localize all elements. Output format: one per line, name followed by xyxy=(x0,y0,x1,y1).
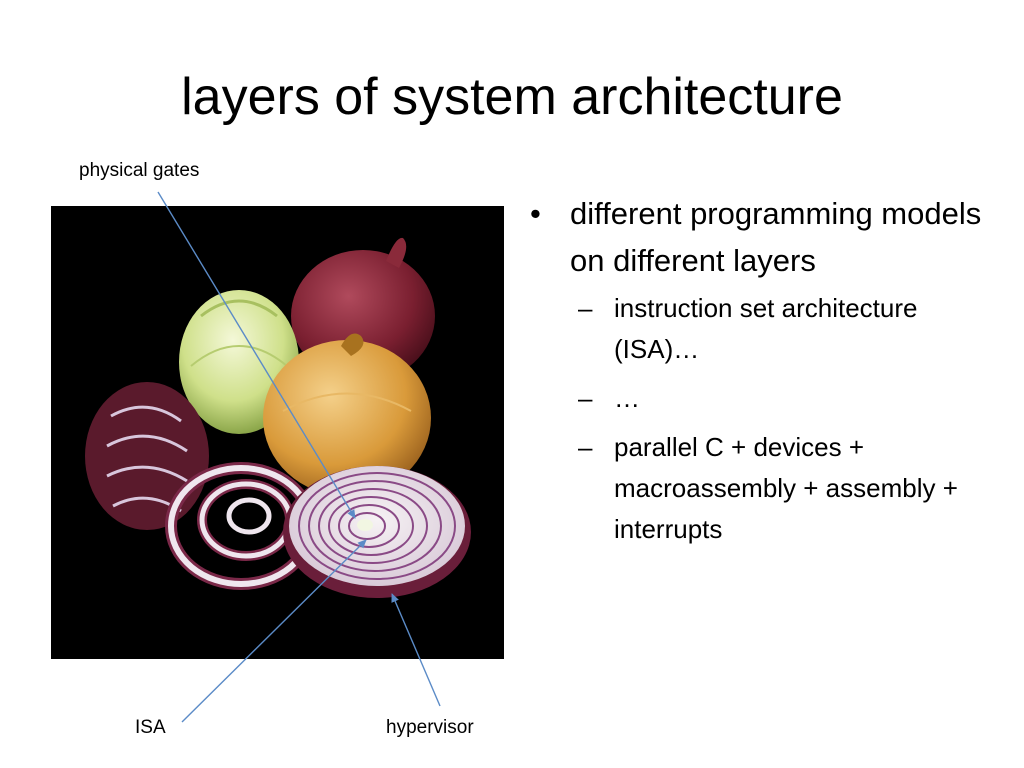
sub-bullet-text: instruction set architecture (ISA)… xyxy=(614,293,918,364)
sub-bullet-isa: – instruction set architecture (ISA)… xyxy=(570,288,990,370)
sub-bullet-parallel-c: – parallel C + devices + macroassembly +… xyxy=(570,427,990,550)
bullet-dot-icon: • xyxy=(530,196,541,231)
red-onion-stem xyxy=(386,237,407,268)
dash-icon: – xyxy=(578,432,593,462)
dash-icon: – xyxy=(578,383,593,413)
bullet-main: • different programming models on differ… xyxy=(530,190,990,550)
callout-isa: ISA xyxy=(135,717,166,738)
sub-bullet-list: – instruction set architecture (ISA)… – … xyxy=(570,288,990,550)
sub-bullet-ellipsis: – … xyxy=(570,378,990,419)
sub-bullet-text: parallel C + devices + macroassembly + a… xyxy=(614,432,958,544)
onion-photo xyxy=(51,206,504,659)
dash-icon: – xyxy=(578,293,593,323)
sub-bullet-text: … xyxy=(614,383,640,413)
halved-red-onion xyxy=(85,382,209,530)
sliced-onion xyxy=(283,466,471,598)
slide-title: layers of system architecture xyxy=(181,68,843,126)
callout-hypervisor: hypervisor xyxy=(386,717,474,738)
bullet-list: • different programming models on differ… xyxy=(530,190,990,558)
bullet-main-text: different programming models on differen… xyxy=(570,196,982,278)
callout-physical-gates: physical gates xyxy=(79,160,200,181)
